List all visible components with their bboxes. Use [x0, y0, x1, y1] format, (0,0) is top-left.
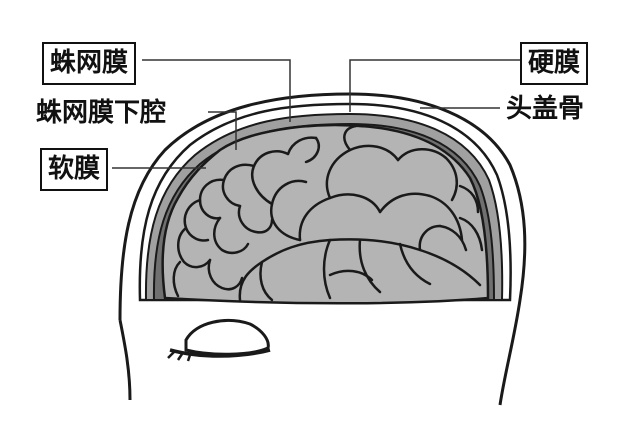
leader-arachnoid: [142, 59, 291, 122]
leader-dura: [349, 59, 522, 112]
label-subarachnoid-space: 蛛网膜下腔: [36, 98, 167, 128]
label-pia: 软膜: [40, 148, 109, 191]
eye: [167, 319, 271, 362]
label-arachnoid: 蛛网膜: [42, 42, 137, 85]
face-profile: [118, 319, 132, 401]
leader-lines: [112, 59, 522, 169]
label-dura: 硬膜: [520, 42, 589, 85]
brain-cortex: [161, 123, 490, 305]
leader-subarachnoid: [208, 111, 237, 150]
brain-folds: [172, 124, 484, 302]
head-outline: [118, 92, 527, 406]
label-skull: 头盖骨: [506, 94, 585, 124]
